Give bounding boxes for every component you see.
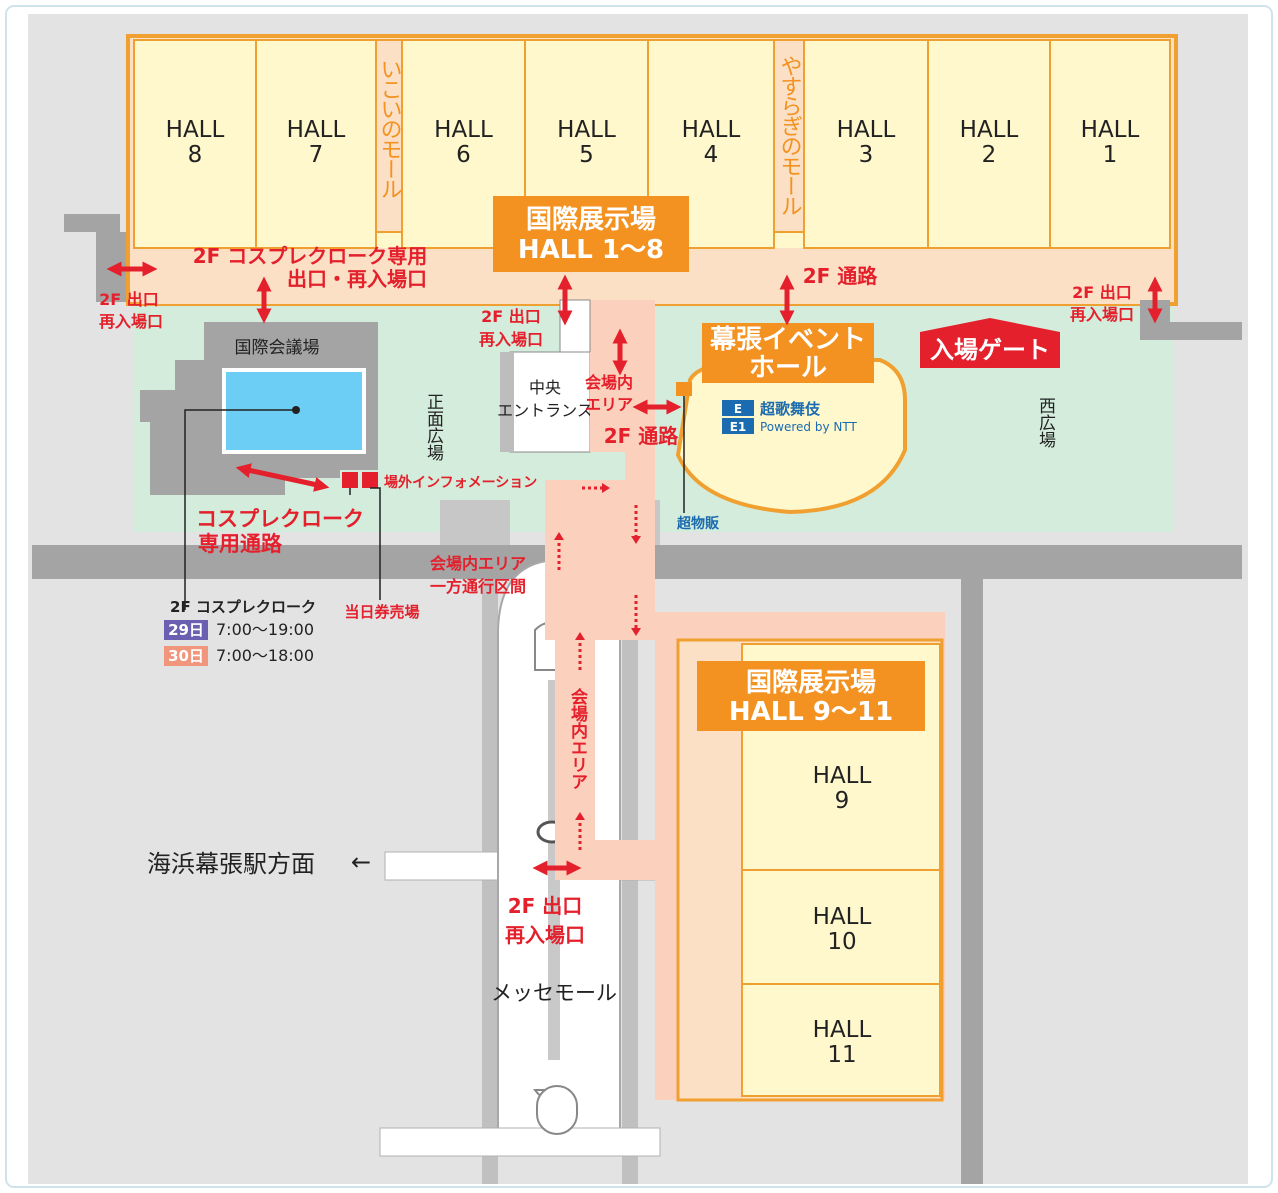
ikoi-mall-label: いこいのモール bbox=[377, 58, 402, 198]
exit-center-label: 2F 出口 bbox=[481, 307, 541, 326]
ticket-booth-icon bbox=[362, 472, 378, 488]
exit-left-label2: 再入場口 bbox=[99, 312, 163, 331]
exit-left-label: 2F 出口 bbox=[99, 290, 159, 309]
hall-label: HALL bbox=[557, 117, 616, 143]
hall-cell bbox=[803, 39, 929, 249]
venue-area-corridor bbox=[545, 450, 655, 880]
hall-label: HALL bbox=[166, 117, 225, 143]
central-entrance-label: 中央 bbox=[529, 378, 561, 397]
passage-2f-label: 2F 通路 bbox=[803, 264, 879, 288]
hall-cell bbox=[1049, 39, 1171, 249]
messe-mall-label: メッセモール bbox=[491, 981, 617, 1005]
offsite-info-icon bbox=[342, 472, 358, 488]
hall-label: HALL bbox=[813, 904, 872, 930]
cloak-title: 2F コスプレクローク bbox=[170, 598, 316, 616]
hall-number: 2 bbox=[982, 142, 997, 168]
hall-label: HALL bbox=[287, 117, 346, 143]
station-direction-label: 海浜幕張駅方面 bbox=[147, 850, 315, 878]
intl-top-title2: HALL 1〜8 bbox=[518, 235, 664, 265]
hall-number: 5 bbox=[579, 142, 594, 168]
hall-number: 1 bbox=[1103, 142, 1118, 168]
exit-right-label2: 再入場口 bbox=[1070, 305, 1134, 324]
hall-number: 10 bbox=[827, 929, 856, 955]
cosplay-exit-label: 2F コスプレクローク専用 bbox=[193, 244, 428, 268]
hall-cell bbox=[133, 39, 257, 249]
central-entrance bbox=[509, 299, 591, 453]
kabuki-badge-e1: E1 bbox=[730, 420, 747, 434]
event-hall-title2: ホール bbox=[749, 353, 827, 383]
kabuki-badge-e: E bbox=[734, 402, 742, 416]
hall-cell bbox=[927, 39, 1051, 249]
exit-mall-label: 2F 出口 bbox=[508, 894, 583, 918]
cloak-day1-badge bbox=[164, 620, 208, 640]
venue-area-label2: エリア bbox=[585, 395, 633, 414]
entry-gate bbox=[920, 318, 1060, 368]
passage-2f-b-label: 2F 通路 bbox=[604, 424, 680, 448]
intl-bottom-title: 国際展示場 bbox=[746, 668, 876, 698]
ikoi-mall bbox=[375, 39, 403, 233]
venue-area-vertical-label: 会場内エリア bbox=[567, 687, 588, 790]
hall-label: HALL bbox=[813, 1017, 872, 1043]
west-plaza-label: 西広場 bbox=[1035, 397, 1056, 449]
event-hall-title: 幕張イベント bbox=[709, 325, 866, 355]
hall-number: 8 bbox=[188, 142, 203, 168]
entry-gate-label: 入場ゲート bbox=[930, 336, 1050, 364]
merch-label: 超物販 bbox=[676, 515, 720, 532]
central-entrance-label2: エントランス bbox=[497, 401, 593, 420]
hall-label: HALL bbox=[1081, 117, 1140, 143]
cloak-day2: 30日 bbox=[168, 647, 204, 665]
front-plaza-label: 正面広場 bbox=[423, 393, 444, 462]
station-arrow-icon: ← bbox=[351, 848, 371, 876]
cloak-day2-badge bbox=[164, 646, 208, 666]
hall-number: 3 bbox=[859, 142, 874, 168]
hall-cell bbox=[255, 39, 377, 249]
cloak-day1: 29日 bbox=[168, 621, 204, 639]
venue-area-label: 会場内 bbox=[585, 373, 633, 392]
hall-label: HALL bbox=[434, 117, 493, 143]
exit-center-label2: 再入場口 bbox=[479, 330, 543, 349]
powered-label: Powered by NTT bbox=[760, 420, 857, 434]
yasuragi-mall bbox=[773, 39, 805, 233]
hall-number: 7 bbox=[309, 142, 324, 168]
hall-number: 9 bbox=[835, 788, 850, 814]
cloak-day1-hours: 7:00〜19:00 bbox=[216, 620, 314, 639]
intl-top-title: 国際展示場 bbox=[526, 205, 656, 235]
kabuki-label: 超歌舞伎 bbox=[759, 400, 821, 418]
merch-booth bbox=[676, 382, 692, 396]
exit-right-label: 2F 出口 bbox=[1072, 283, 1132, 302]
yasuragi-mall-label: やすらぎのモール bbox=[777, 55, 802, 215]
hall-label: HALL bbox=[682, 117, 741, 143]
hall-number: 11 bbox=[827, 1042, 856, 1068]
conference-pool bbox=[222, 368, 366, 454]
cosplay-path-label2: 専用通路 bbox=[198, 532, 283, 556]
offsite-info-label: 場外インフォメーション bbox=[384, 474, 537, 491]
hall-number: 6 bbox=[456, 142, 471, 168]
hall-number: 4 bbox=[704, 142, 719, 168]
cosplay-path-label: コスプレクローク bbox=[196, 507, 364, 531]
conference-label: 国際会議場 bbox=[235, 338, 320, 358]
cloak-day2-hours: 7:00〜18:00 bbox=[216, 646, 314, 665]
same-day-ticket-label: 当日券売場 bbox=[344, 603, 419, 621]
cosplay-exit-label2: 出口・再入場口 bbox=[287, 267, 427, 291]
oneway-label: 会場内エリア bbox=[430, 554, 526, 573]
exit-mall-label2: 再入場口 bbox=[505, 923, 585, 947]
hall-label: HALL bbox=[837, 117, 896, 143]
hall-label: HALL bbox=[813, 763, 872, 789]
oneway-label2: 一方通行区間 bbox=[430, 577, 526, 596]
hall-label: HALL bbox=[960, 117, 1019, 143]
intl-bottom-title2: HALL 9〜11 bbox=[729, 697, 893, 727]
